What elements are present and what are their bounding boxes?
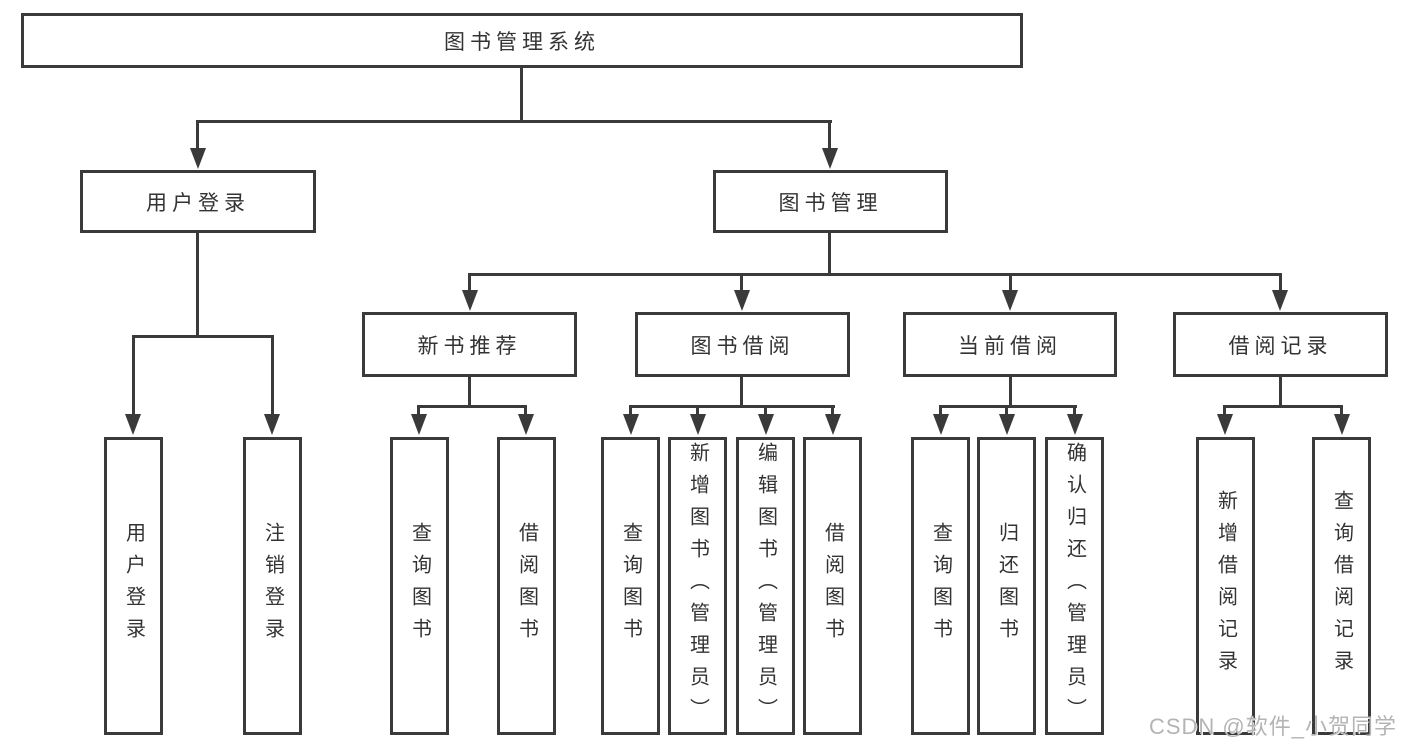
leaf-borrow-books-recommend: 借阅图书 bbox=[497, 437, 556, 735]
connector-drop-query-current bbox=[939, 405, 942, 417]
node-current-borrow: 当前借阅 bbox=[903, 312, 1117, 377]
connector-newbook-bar bbox=[417, 405, 527, 408]
arrowhead-book-borrow bbox=[734, 290, 750, 311]
arrowhead-query-record bbox=[1334, 414, 1350, 435]
connector-bookborrow-stem bbox=[740, 377, 743, 405]
arrowhead-query-borrow bbox=[623, 414, 639, 435]
connector-bookborrow-bar bbox=[629, 405, 835, 408]
arrowhead-confirm-return bbox=[1067, 414, 1083, 435]
connector-drop-query-borrow bbox=[629, 405, 632, 417]
connector-drop-new-book bbox=[468, 273, 471, 291]
leaf-borrow-books-borrow-label: 借阅图书 bbox=[821, 522, 844, 650]
node-book-borrow: 图书借阅 bbox=[635, 312, 850, 377]
arrowhead-query-recommend bbox=[411, 414, 427, 435]
connector-currentborrow-stem bbox=[1009, 377, 1012, 405]
leaf-query-books-borrow: 查询图书 bbox=[601, 437, 660, 735]
leaf-add-book-admin: 新增图书（管理员） bbox=[668, 437, 727, 735]
connector-drop-borrow-book bbox=[831, 405, 834, 417]
leaf-query-borrow-record: 查询借阅记录 bbox=[1312, 437, 1371, 735]
connector-drop-book-management bbox=[828, 120, 831, 150]
leaf-query-books-borrow-label: 查询图书 bbox=[619, 522, 642, 650]
leaf-logout-login: 注销登录 bbox=[243, 437, 302, 735]
connector-drop-query-record bbox=[1340, 405, 1343, 417]
node-root: 图书管理系统 bbox=[21, 13, 1023, 68]
connector-newbook-stem bbox=[468, 377, 471, 405]
arrowhead-leaf-user-login bbox=[125, 414, 141, 435]
arrowhead-edit-book bbox=[758, 414, 774, 435]
leaf-confirm-return-admin: 确认归还（管理员） bbox=[1045, 437, 1104, 735]
arrowhead-add-record bbox=[1217, 414, 1233, 435]
leaf-edit-book-admin-label: 编辑图书（管理员） bbox=[754, 442, 777, 730]
connector-root-stem bbox=[520, 68, 523, 123]
leaf-query-books-current: 查询图书 bbox=[911, 437, 970, 735]
leaf-query-books-current-label: 查询图书 bbox=[929, 522, 952, 650]
connector-bookmgmt-stem bbox=[828, 233, 831, 276]
arrowhead-current-borrow bbox=[1002, 290, 1018, 311]
arrowhead-borrow-records bbox=[1272, 290, 1288, 311]
csdn-watermark: CSDN @软件_小贺同学 bbox=[1148, 714, 1397, 739]
connector-drop-book-borrow bbox=[740, 273, 743, 291]
arrowhead-borrow-recommend bbox=[518, 414, 534, 435]
leaf-borrow-books-borrow: 借阅图书 bbox=[803, 437, 862, 735]
connector-drop-current-borrow bbox=[1009, 273, 1012, 291]
connector-drop-edit-book bbox=[764, 405, 767, 417]
connector-drop-query-recommend bbox=[417, 405, 420, 417]
arrowhead-return-book bbox=[999, 414, 1015, 435]
connector-level3-bar bbox=[468, 273, 1282, 276]
leaf-add-book-admin-label: 新增图书（管理员） bbox=[686, 442, 709, 730]
connector-drop-user-login bbox=[196, 120, 199, 150]
node-user-login: 用户登录 bbox=[80, 170, 316, 233]
connector-drop-leaf-logout bbox=[271, 335, 274, 415]
connector-drop-confirm-return bbox=[1073, 405, 1076, 417]
connector-drop-add-record bbox=[1223, 405, 1226, 417]
node-book-management: 图书管理 bbox=[713, 170, 948, 233]
connector-drop-borrow-records bbox=[1279, 273, 1282, 291]
leaf-return-books-label: 归还图书 bbox=[995, 522, 1018, 650]
leaf-user-login: 用户登录 bbox=[104, 437, 163, 735]
connector-root-bar bbox=[196, 120, 832, 123]
connector-userlogin-bar bbox=[132, 335, 274, 338]
node-new-book-recommend: 新书推荐 bbox=[362, 312, 577, 377]
leaf-confirm-return-admin-label: 确认归还（管理员） bbox=[1063, 442, 1086, 730]
leaf-add-borrow-record: 新增借阅记录 bbox=[1196, 437, 1255, 735]
arrowhead-add-book bbox=[690, 414, 706, 435]
leaf-return-books: 归还图书 bbox=[977, 437, 1036, 735]
leaf-edit-book-admin: 编辑图书（管理员） bbox=[736, 437, 795, 735]
leaf-borrow-books-recommend-label: 借阅图书 bbox=[515, 522, 538, 650]
connector-drop-return-book bbox=[1005, 405, 1008, 417]
arrowhead-borrow-book bbox=[825, 414, 841, 435]
connector-currentborrow-bar bbox=[939, 405, 1077, 408]
leaf-user-login-label: 用户登录 bbox=[122, 522, 145, 650]
arrowhead-query-current bbox=[933, 414, 949, 435]
leaf-add-borrow-record-label: 新增借阅记录 bbox=[1214, 490, 1237, 682]
arrowhead-new-book bbox=[462, 290, 478, 311]
leaf-logout-login-label: 注销登录 bbox=[261, 522, 284, 650]
leaf-query-books-recommend: 查询图书 bbox=[390, 437, 449, 735]
arrowhead-user-login bbox=[190, 148, 206, 169]
arrowhead-book-management bbox=[822, 148, 838, 169]
leaf-query-books-recommend-label: 查询图书 bbox=[408, 522, 431, 650]
node-borrow-records: 借阅记录 bbox=[1173, 312, 1388, 377]
connector-records-bar bbox=[1223, 405, 1343, 408]
arrowhead-leaf-logout bbox=[264, 414, 280, 435]
connector-records-stem bbox=[1279, 377, 1282, 405]
connector-drop-add-book bbox=[696, 405, 699, 417]
connector-userlogin-stem bbox=[196, 233, 199, 338]
leaf-query-borrow-record-label: 查询借阅记录 bbox=[1330, 490, 1353, 682]
connector-drop-leaf-user-login bbox=[132, 335, 135, 415]
connector-drop-borrow-recommend bbox=[524, 405, 527, 417]
